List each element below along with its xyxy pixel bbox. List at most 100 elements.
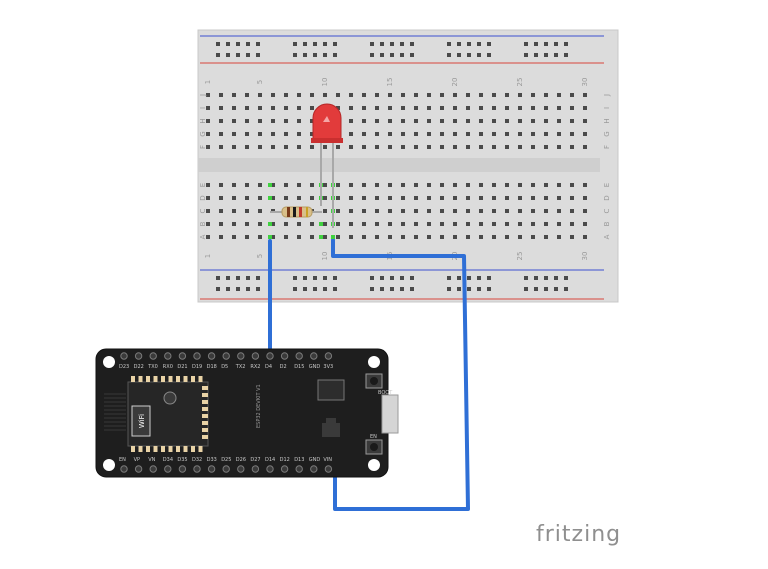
esp32-top-pin	[149, 352, 157, 360]
breadboard-hole	[258, 235, 262, 239]
module-pad-bottom	[138, 446, 143, 452]
breadboard-hole	[297, 132, 301, 136]
breadboard-hole	[258, 106, 262, 110]
breadboard-hole	[310, 93, 314, 97]
breadboard-hole	[232, 183, 236, 187]
breadboard-hole	[323, 183, 327, 187]
breadboard-hole	[518, 93, 522, 97]
rail-hole	[467, 287, 471, 291]
center-channel	[198, 158, 600, 172]
breadboard-hole	[531, 93, 535, 97]
breadboard-hole	[388, 132, 392, 136]
rail-hole	[380, 287, 384, 291]
breadboard-hole	[271, 196, 275, 200]
row-letter: D	[603, 195, 611, 200]
row-letter: B	[199, 221, 207, 226]
fritzing-brand: fritzing	[536, 522, 622, 547]
breadboard-hole	[440, 119, 444, 123]
mount-hole-br	[368, 459, 380, 471]
rail-hole	[554, 42, 558, 46]
esp32-bottom-pin	[207, 465, 216, 473]
rail-hole	[564, 53, 568, 57]
rail-hole	[293, 53, 297, 57]
breadboard-hole	[336, 106, 340, 110]
breadboard-hole	[271, 235, 275, 239]
breadboard-hole	[440, 196, 444, 200]
row-letter: G	[199, 131, 207, 136]
rail-hole	[380, 53, 384, 57]
breadboard-hole	[362, 235, 366, 239]
rail-hole	[447, 276, 451, 280]
breadboard-hole	[492, 119, 496, 123]
esp32-bottom-pin-label: GND	[309, 457, 321, 463]
esp32-top-pin-label: TX0	[147, 364, 158, 370]
breadboard-hole	[362, 106, 366, 110]
rail-hole	[226, 53, 230, 57]
resistor	[270, 206, 322, 218]
breadboard-hole	[271, 145, 275, 149]
rail-hole	[303, 53, 307, 57]
breadboard-hole	[375, 196, 379, 200]
rail-hole	[554, 276, 558, 280]
rail-hole	[216, 287, 220, 291]
breadboard-hole	[375, 106, 379, 110]
module-pad-side	[202, 393, 208, 397]
breadboard-hole	[427, 183, 431, 187]
breadboard-hole	[518, 183, 522, 187]
breadboard-hole	[557, 183, 561, 187]
rail-hole	[256, 276, 260, 280]
module-pad-side	[202, 414, 208, 418]
rail-hole	[564, 42, 568, 46]
breadboard-hole	[206, 222, 210, 226]
row-letter: H	[603, 118, 611, 123]
breadboard-hole	[505, 132, 509, 136]
esp32-top-pin	[324, 352, 333, 360]
breadboard-hole	[414, 222, 418, 226]
row-letter: J	[199, 94, 207, 97]
breadboard-hole	[245, 106, 249, 110]
mount-hole-tl	[103, 356, 115, 368]
rail-hole	[370, 53, 374, 57]
breadboard-hole	[401, 183, 405, 187]
rail-hole	[447, 53, 451, 57]
rail-hole	[544, 276, 548, 280]
rail-hole	[544, 287, 548, 291]
rail-hole	[400, 287, 404, 291]
esp32-bottom-pin-label: D27	[250, 457, 260, 463]
breadboard-hole	[401, 132, 405, 136]
boot-label: BOOT	[378, 390, 393, 396]
breadboard-hole	[492, 222, 496, 226]
row-letter: F	[603, 145, 611, 149]
rail-hole	[313, 53, 317, 57]
row-letter: D	[199, 195, 207, 200]
breadboard-hole	[557, 235, 561, 239]
breadboard-hole	[232, 145, 236, 149]
module-pad-top	[198, 376, 203, 382]
breadboard-hole	[570, 132, 574, 136]
breadboard-hole	[284, 222, 288, 226]
breadboard-hole	[492, 196, 496, 200]
rail-hole	[380, 42, 384, 46]
esp32-top-pin	[193, 352, 201, 360]
rail-hole	[216, 42, 220, 46]
rail-hole	[313, 42, 317, 46]
rail-hole	[400, 276, 404, 280]
resistor-band-3	[299, 207, 302, 217]
breadboard-hole	[219, 93, 223, 97]
esp32-top-pin-label: D15	[294, 364, 304, 370]
en-label: EN	[370, 434, 377, 440]
breadboard-hole	[336, 196, 340, 200]
rail-hole	[467, 53, 471, 57]
rail-hole	[447, 287, 451, 291]
breadboard-hole	[362, 93, 366, 97]
rail-hole	[303, 42, 307, 46]
column-number-top: 25	[516, 78, 524, 87]
breadboard-hole	[466, 106, 470, 110]
breadboard-hole	[258, 119, 262, 123]
rail-hole	[246, 287, 250, 291]
breadboard-hole	[531, 106, 535, 110]
esp32-top-pin	[207, 352, 216, 360]
breadboard-hole	[349, 132, 353, 136]
esp32-top-pin	[120, 352, 128, 360]
breadboard-hole	[427, 209, 431, 213]
